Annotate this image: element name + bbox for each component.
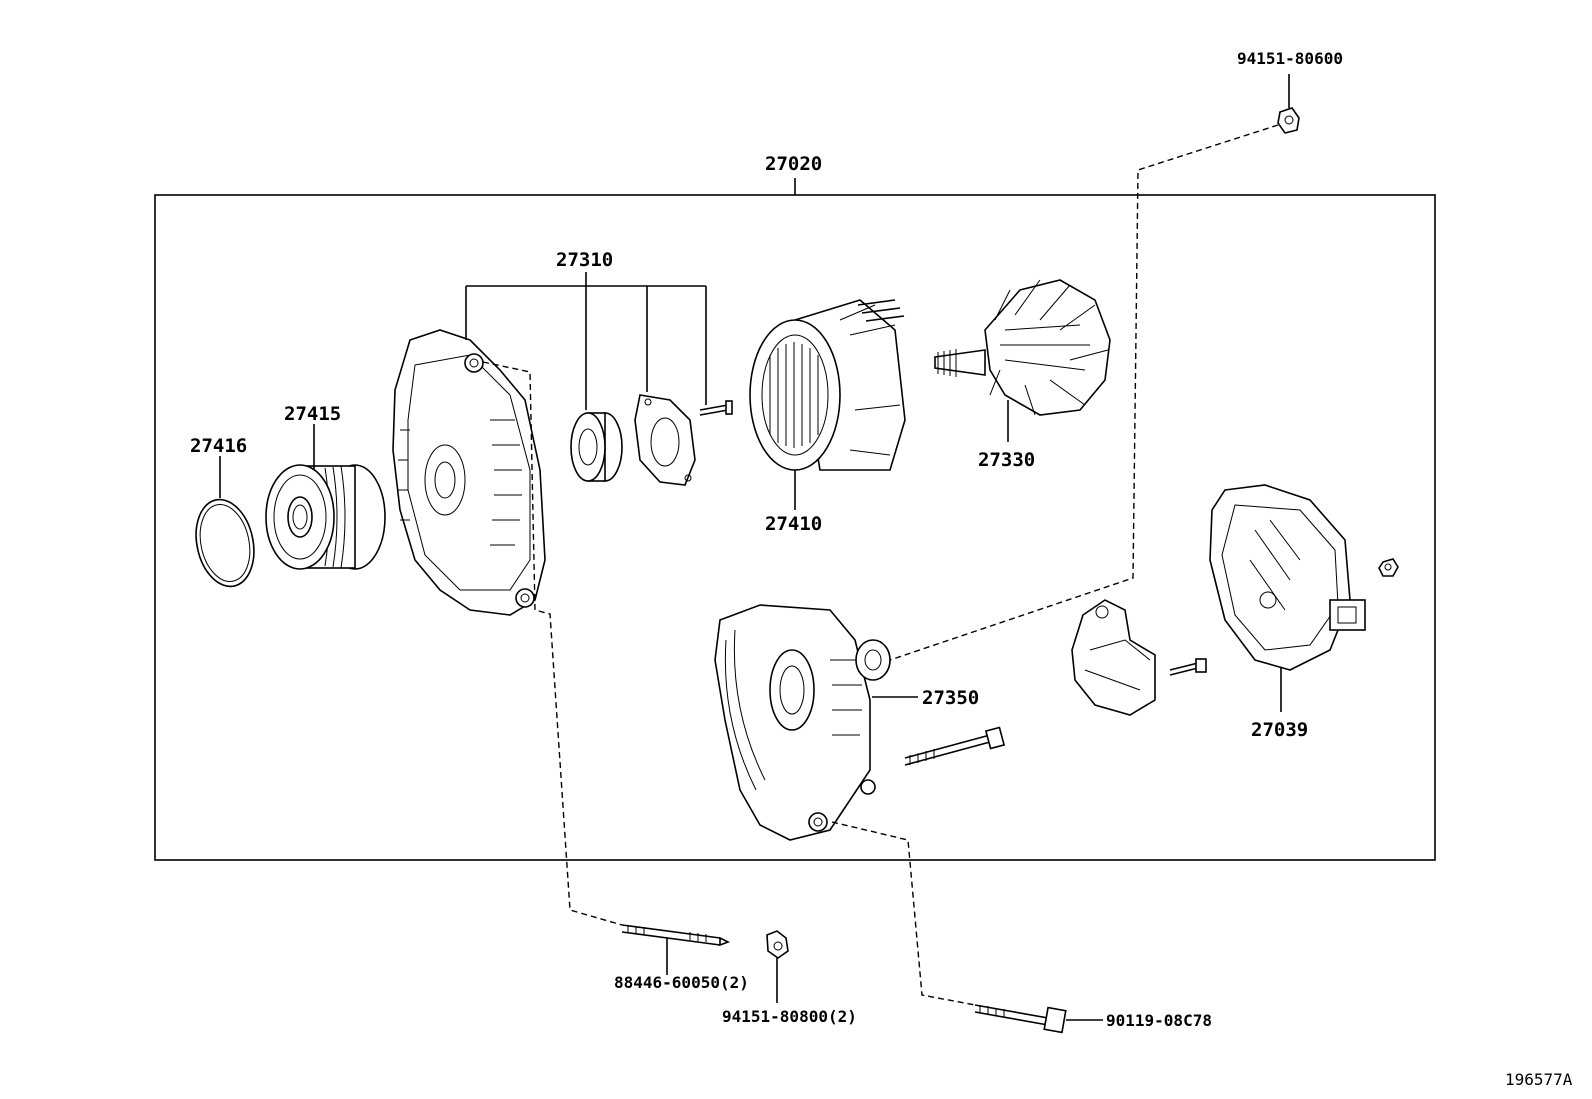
part-27039-rear-cover[interactable] [1209, 484, 1366, 671]
label-94151-80600[interactable]: 94151-80600 [1237, 49, 1343, 68]
part-27310-screw[interactable] [699, 400, 733, 416]
part-27330-rotor[interactable] [934, 279, 1111, 416]
label-27415[interactable]: 27415 [284, 403, 341, 425]
part-90119-08C78-bolt[interactable] [974, 1004, 1067, 1034]
dashed-path-top-nut [889, 124, 1279, 661]
part-drive-end-frame[interactable] [392, 329, 546, 616]
label-90119-08C78[interactable]: 90119-08C78 [1106, 1011, 1212, 1030]
label-88446-60050[interactable]: 88446-60050(2) [614, 973, 749, 992]
dashed-path-stud [482, 361, 623, 926]
part-27350-rear-frame[interactable] [714, 604, 891, 841]
label-94151-80800[interactable]: 94151-80800(2) [722, 1007, 857, 1026]
label-27410[interactable]: 27410 [765, 513, 822, 535]
part-94151-80600-nut[interactable] [1277, 107, 1300, 134]
label-27330[interactable]: 27330 [978, 449, 1035, 471]
part-27416-ring[interactable] [188, 494, 261, 592]
part-27310-retainer-plate[interactable] [634, 394, 696, 486]
part-through-bolt[interactable] [904, 726, 1006, 766]
label-27416[interactable]: 27416 [190, 435, 247, 457]
label-27310[interactable]: 27310 [556, 249, 613, 271]
part-regulator[interactable] [1071, 599, 1156, 716]
label-27350[interactable]: 27350 [922, 687, 979, 709]
part-regulator-screw[interactable] [1169, 658, 1207, 676]
part-cover-nut[interactable] [1378, 558, 1399, 577]
part-94151-80800-nut[interactable] [766, 930, 789, 959]
part-27310-bearing[interactable] [570, 412, 623, 482]
part-27415-pulley[interactable] [265, 464, 386, 570]
part-27410-stator[interactable] [749, 299, 906, 471]
diagram-id: 196577A [1505, 1070, 1573, 1089]
part-88446-60050-stud[interactable] [621, 924, 730, 947]
dashed-path-bolt [831, 821, 976, 1006]
label-27039[interactable]: 27039 [1251, 719, 1308, 741]
assembly-label[interactable]: 27020 [765, 153, 822, 175]
